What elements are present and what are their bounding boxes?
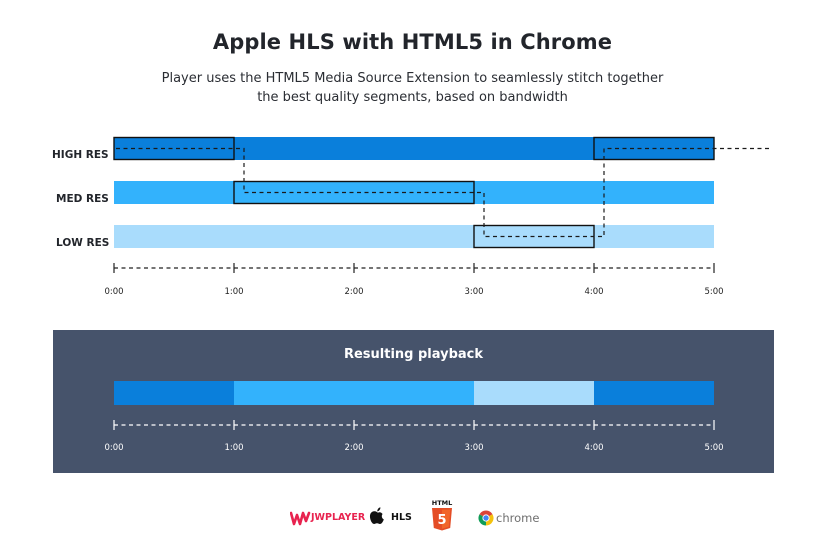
row-label-low-res: LOW RES: [56, 237, 110, 249]
page-title: Apple HLS with HTML5 in Chrome: [212, 30, 613, 54]
stitch-path: [116, 147, 770, 238]
html5-number: 5: [437, 513, 446, 528]
playback-segment-1: [114, 381, 234, 405]
timeline-tick-label: 3:00: [464, 287, 483, 297]
timeline-tick-label: 4:00: [584, 287, 603, 297]
playback-panel: Resulting playback 0:00 1:00 2:00 3:00 4:00 5…: [53, 330, 774, 473]
playback-title: Resulting playback: [343, 347, 484, 362]
html5-logo-text: HTML: [431, 499, 453, 507]
chrome-logo-text: chrome: [496, 511, 540, 525]
quality-row-high: [114, 137, 714, 160]
chrome-logo: chrome: [478, 509, 542, 529]
apple-icon: [369, 507, 384, 524]
playback-segment-3: [474, 381, 594, 405]
selected-segment-1: [113, 136, 235, 161]
jwplayer-logo-icon: [290, 511, 311, 526]
timeline-axis-top: 0:00 1:00 2:00 3:00 4:00 5:00: [104, 263, 724, 297]
row-label-med-res: MED RES: [56, 193, 109, 205]
bitrate-diagram: 0:00 1:00 2:00 3:00 4:00 5:00: [104, 136, 770, 297]
html5-shield-icon: 5: [432, 508, 452, 531]
timeline-tick-label: 1:00: [224, 443, 243, 453]
timeline-tick-label: 0:00: [104, 443, 123, 453]
quality-row-low: [114, 225, 714, 248]
quality-rows: [114, 137, 714, 248]
hls-logo-text: HLS: [391, 512, 412, 523]
timeline-tick-label: 5:00: [704, 287, 723, 297]
row-label-high-res: HIGH RES: [52, 149, 109, 161]
playback-chart: 0:00 1:00 2:00 3:00 4:00 5:00: [104, 381, 724, 453]
chrome-icon: [478, 510, 494, 526]
hls-logo: HLS: [368, 506, 412, 528]
page-subtitle: Player uses the HTML5 Media Source Exten…: [161, 71, 664, 105]
html5-logo: HTML 5: [430, 499, 454, 531]
playback-segment-4: [594, 381, 714, 405]
playback-segments: [114, 381, 714, 405]
jwplayer-logo-text: JWPLAYER: [311, 512, 366, 523]
timeline-tick-label: 3:00: [464, 443, 483, 453]
quality-row-med: [114, 181, 714, 204]
timeline-tick-label: 4:00: [584, 443, 603, 453]
timeline-tick-label: 2:00: [344, 287, 363, 297]
timeline-tick-label: 2:00: [344, 443, 363, 453]
selected-segment-2: [233, 180, 475, 205]
jwplayer-logo: JWPLAYER: [290, 508, 365, 528]
timeline-tick-label: 0:00: [104, 287, 123, 297]
timeline-tick-label: 1:00: [224, 287, 243, 297]
playback-segment-2: [234, 381, 474, 405]
timeline-axis-bottom: 0:00 1:00 2:00 3:00 4:00 5:00: [104, 420, 724, 453]
timeline-tick-label: 5:00: [704, 443, 723, 453]
